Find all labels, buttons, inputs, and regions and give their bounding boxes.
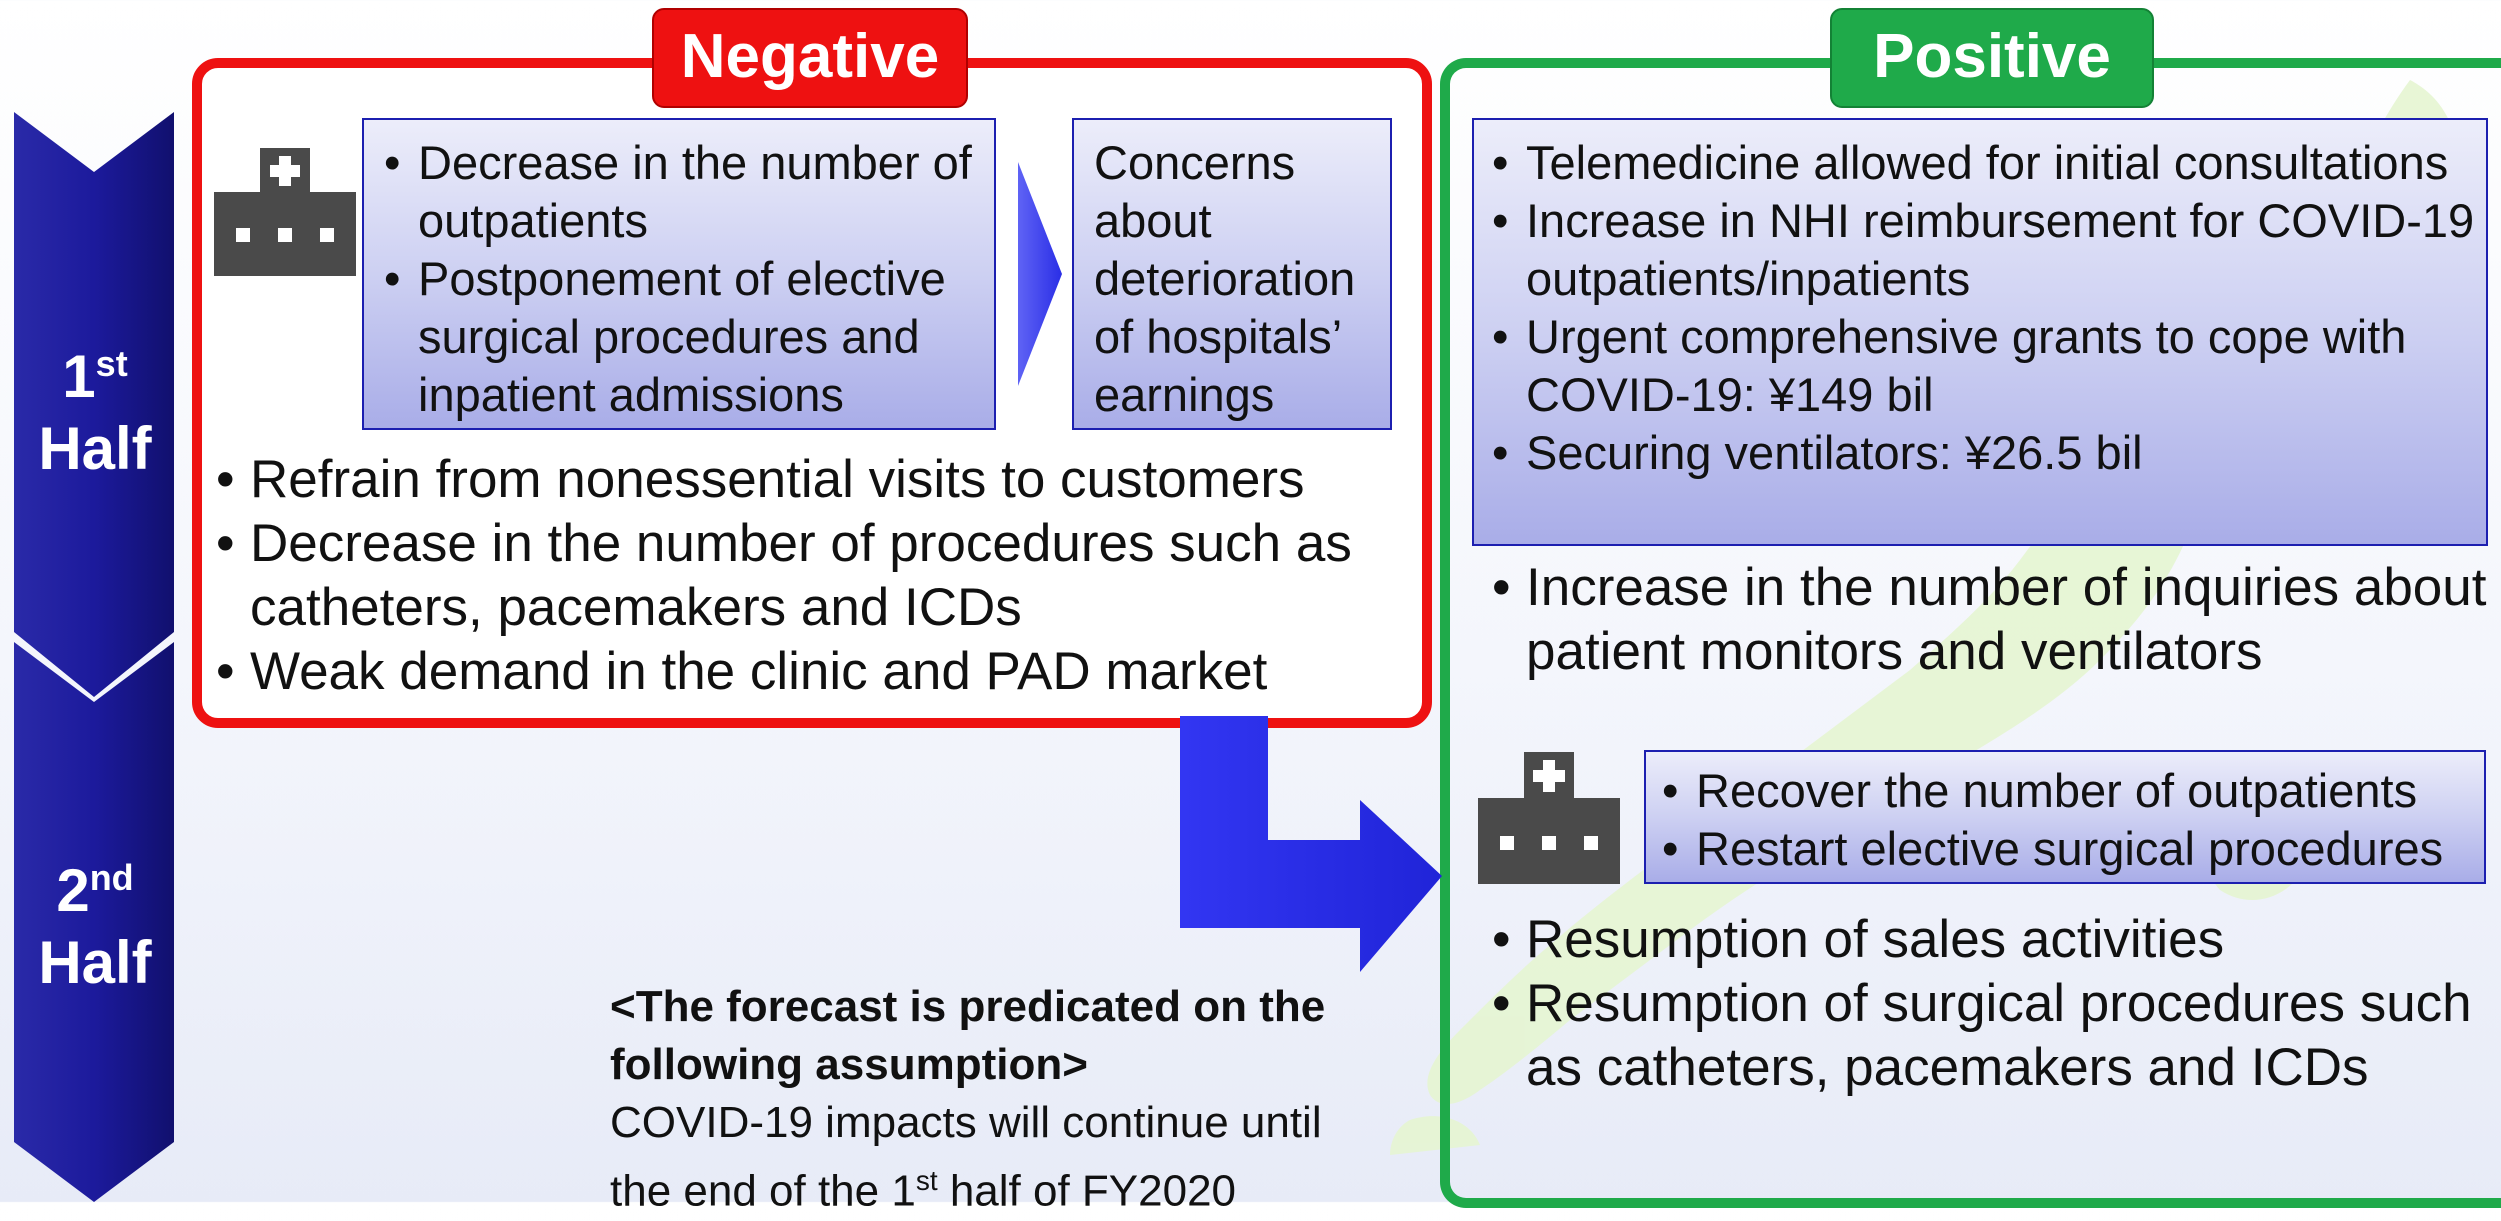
positive-badge: Positive	[1830, 8, 2154, 108]
negative-bullet-list: Refrain from nonessential visits to cust…	[212, 448, 1402, 704]
concern-text: Concerns about deterioration of hospital…	[1094, 136, 1356, 421]
hospital-icon	[1478, 752, 1620, 884]
list-item: Weak demand in the clinic and PAD market	[212, 640, 1402, 704]
negative-box-list: Decrease in the number of outpatients Po…	[380, 134, 982, 424]
positive-first-half-box: Telemedicine allowed for initial consult…	[1472, 118, 2488, 546]
list-item: Securing ventilators: ¥26.5 bil	[1488, 424, 2476, 482]
list-item: Postponement of elective surgical proced…	[380, 250, 982, 424]
note-body-line1: COVID-19 impacts will continue until	[610, 1098, 1322, 1147]
second-half-label: 2nd Half	[38, 857, 152, 996]
list-item: Refrain from nonessential visits to cust…	[212, 448, 1402, 512]
list-item: Decrease in the number of outpatients	[380, 134, 982, 250]
list-item: Increase in the number of inquiries abou…	[1488, 556, 2488, 684]
second-half-chevron	[14, 642, 174, 1202]
list-item: Recover the number of outpatients	[1658, 762, 2476, 820]
list-item: Restart elective surgical procedures	[1658, 820, 2476, 878]
note-heading-line2: following assumption>	[610, 1040, 1088, 1089]
hospital-icon	[214, 148, 356, 276]
list-item: Increase in NHI reimbursement for COVID-…	[1488, 192, 2476, 308]
positive-second-half-list: Resumption of sales activities Resumptio…	[1488, 908, 2488, 1100]
list-item: Resumption of sales activities	[1488, 908, 2488, 972]
arrow-right-icon	[1018, 162, 1062, 386]
negative-badge: Negative	[652, 8, 968, 108]
assumption-note: <The forecast is predicated on the follo…	[610, 978, 1430, 1221]
concern-box: Concerns about deterioration of hospital…	[1072, 118, 1392, 430]
first-half-chevron	[14, 112, 174, 697]
first-half-label: 1st Half	[38, 343, 152, 482]
negative-hospital-box: Decrease in the number of outpatients Po…	[362, 118, 996, 430]
list-item: Decrease in the number of procedures suc…	[212, 512, 1402, 640]
list-item: Resumption of surgical procedures such a…	[1488, 972, 2488, 1100]
note-heading-line1: <The forecast is predicated on the	[610, 982, 1326, 1031]
down-right-arrow-icon	[1180, 716, 1442, 972]
timeline-bar	[14, 112, 174, 1202]
note-body-line2: the end of the 1st half of FY2020	[610, 1165, 1237, 1216]
positive-second-half-box: Recover the number of outpatients Restar…	[1644, 750, 2486, 884]
positive-first-half-list: Increase in the number of inquiries abou…	[1488, 556, 2488, 684]
positive-box-list: Telemedicine allowed for initial consult…	[1488, 134, 2476, 482]
list-item: Urgent comprehensive grants to cope with…	[1488, 308, 2476, 424]
positive-second-box-list: Recover the number of outpatients Restar…	[1658, 762, 2476, 878]
list-item: Telemedicine allowed for initial consult…	[1488, 134, 2476, 192]
